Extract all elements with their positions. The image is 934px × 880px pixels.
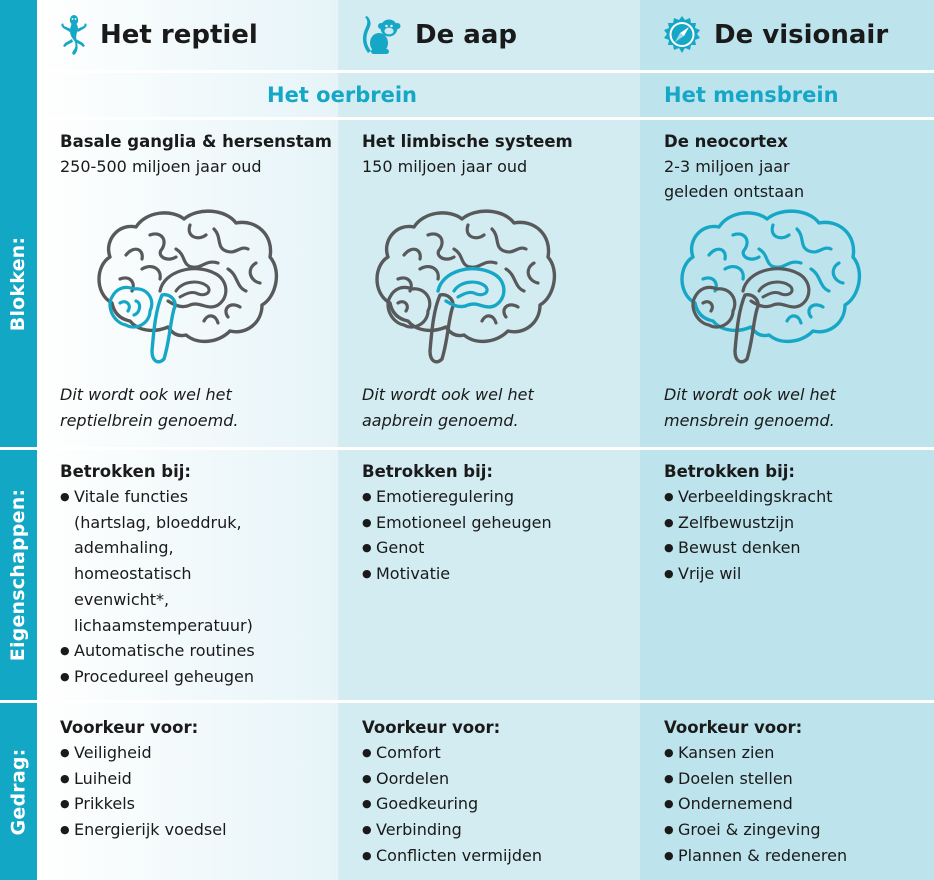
row-label-traits: Eigenschappen:	[7, 488, 30, 662]
brain-visionary-illustration	[680, 209, 862, 364]
list-item: Ondernemend	[664, 791, 847, 817]
list-item-continuation: lichaamstemperatuur)	[74, 615, 253, 635]
list-item: Energierijk voedsel	[60, 817, 227, 843]
list-item: Comfort	[362, 740, 542, 766]
list-item: Verbeeldingskracht	[664, 484, 833, 510]
group-label-old-brain: Het oerbrein	[267, 83, 417, 107]
block-visionary: De neocortex 2-3 miljoen jaar geleden on…	[664, 132, 805, 201]
column-reptile-bg	[37, 0, 338, 880]
row-label-bar: Blokken: Eigenschappen: Gedrag:	[0, 0, 37, 880]
list-item-continuation: ademhaling,	[74, 538, 174, 558]
brain-reptile-illustration	[97, 209, 279, 364]
column-title-monkey: De aap	[415, 20, 517, 50]
traits-list-reptile: Vitale functies (hartslag, bloeddruk, ad…	[60, 484, 255, 690]
group-label-human-brain: Het mensbrein	[664, 83, 839, 107]
list-item: Motivatie	[362, 561, 552, 587]
prefs-list-reptile: Veiligheid Luiheid Prikkels Energierijk …	[60, 740, 227, 843]
list-item: Bewust denken	[664, 535, 833, 561]
column-header-visionary: De visionair	[662, 0, 888, 70]
list-item: Doelen stellen	[664, 766, 847, 792]
row-label-behaviour: Gedrag:	[7, 748, 30, 835]
column-header-reptile: Het reptiel	[60, 0, 258, 70]
list-item: Procedureel geheugen	[60, 664, 255, 690]
traits-list-monkey: Emotieregulering Emotioneel geheugen Gen…	[362, 484, 552, 587]
list-item: Automatische routines	[60, 638, 255, 664]
brain-monkey-illustration	[375, 209, 557, 364]
list-item: Luiheid	[60, 766, 227, 792]
list-item: Emotioneel geheugen	[362, 510, 552, 536]
traits-reptile: Betrokken bij: Vitale functies (hartslag…	[60, 459, 255, 690]
list-item: Plannen & redeneren	[664, 843, 847, 869]
prefs-list-visionary: Kansen zien Doelen stellen Ondernemend G…	[664, 740, 847, 869]
lizard-icon	[61, 15, 87, 55]
behaviour-monkey: Voorkeur voor: Comfort Oordelen Goedkeur…	[362, 715, 542, 869]
list-item: Zelfbewustzijn	[664, 510, 833, 536]
list-item: Groei & zingeving	[664, 817, 847, 843]
column-monkey-bg	[338, 0, 640, 880]
list-item: Goedkeuring	[362, 791, 542, 817]
prefs-list-monkey: Comfort Oordelen Goedkeuring Verbinding …	[362, 740, 542, 869]
list-item: Vrije wil	[664, 561, 833, 587]
note-monkey: Dit wordt ook wel het aapbrein genoemd.	[362, 385, 534, 430]
compass-icon	[664, 16, 700, 53]
list-item: Prikkels	[60, 791, 227, 817]
list-item: Oordelen	[362, 766, 542, 792]
list-item: Kansen zien	[664, 740, 847, 766]
traits-list-visionary: Verbeeldingskracht Zelfbewustzijn Bewust…	[664, 484, 833, 587]
column-title-visionary: De visionair	[714, 20, 889, 50]
list-item: Veiligheid	[60, 740, 227, 766]
column-title-reptile: Het reptiel	[100, 20, 258, 50]
list-item-continuation: (hartslag, bloeddruk,	[74, 512, 242, 532]
list-item: Vitale functies	[60, 484, 255, 510]
column-header-monkey: De aap	[361, 0, 517, 70]
list-item: Conflicten vermijden	[362, 843, 542, 869]
traits-visionary: Betrokken bij: Verbeeldingskracht Zelfbe…	[664, 459, 833, 587]
list-item-continuation: evenwicht*,	[74, 589, 170, 609]
list-item: Genot	[362, 535, 552, 561]
behaviour-visionary: Voorkeur voor: Kansen zien Doelen stelle…	[664, 715, 847, 869]
list-item: Emotieregulering	[362, 484, 552, 510]
block-reptile: Basale ganglia & hersenstam 250-500 milj…	[60, 132, 332, 176]
behaviour-reptile: Voorkeur voor: Veiligheid Luiheid Prikke…	[60, 715, 227, 843]
traits-monkey: Betrokken bij: Emotieregulering Emotione…	[362, 459, 552, 587]
note-reptile: Dit wordt ook wel het reptielbrein genoe…	[60, 385, 239, 430]
row-label-blocks: Blokken:	[7, 236, 30, 331]
list-item-continuation: homeostatisch	[74, 564, 192, 584]
monkey-icon	[362, 16, 401, 54]
column-visionary-bg	[640, 0, 934, 880]
note-visionary: Dit wordt ook wel het mensbrein genoemd.	[664, 385, 836, 430]
block-monkey: Het limbische systeem 150 miljoen jaar o…	[362, 132, 573, 176]
list-item: Verbinding	[362, 817, 542, 843]
